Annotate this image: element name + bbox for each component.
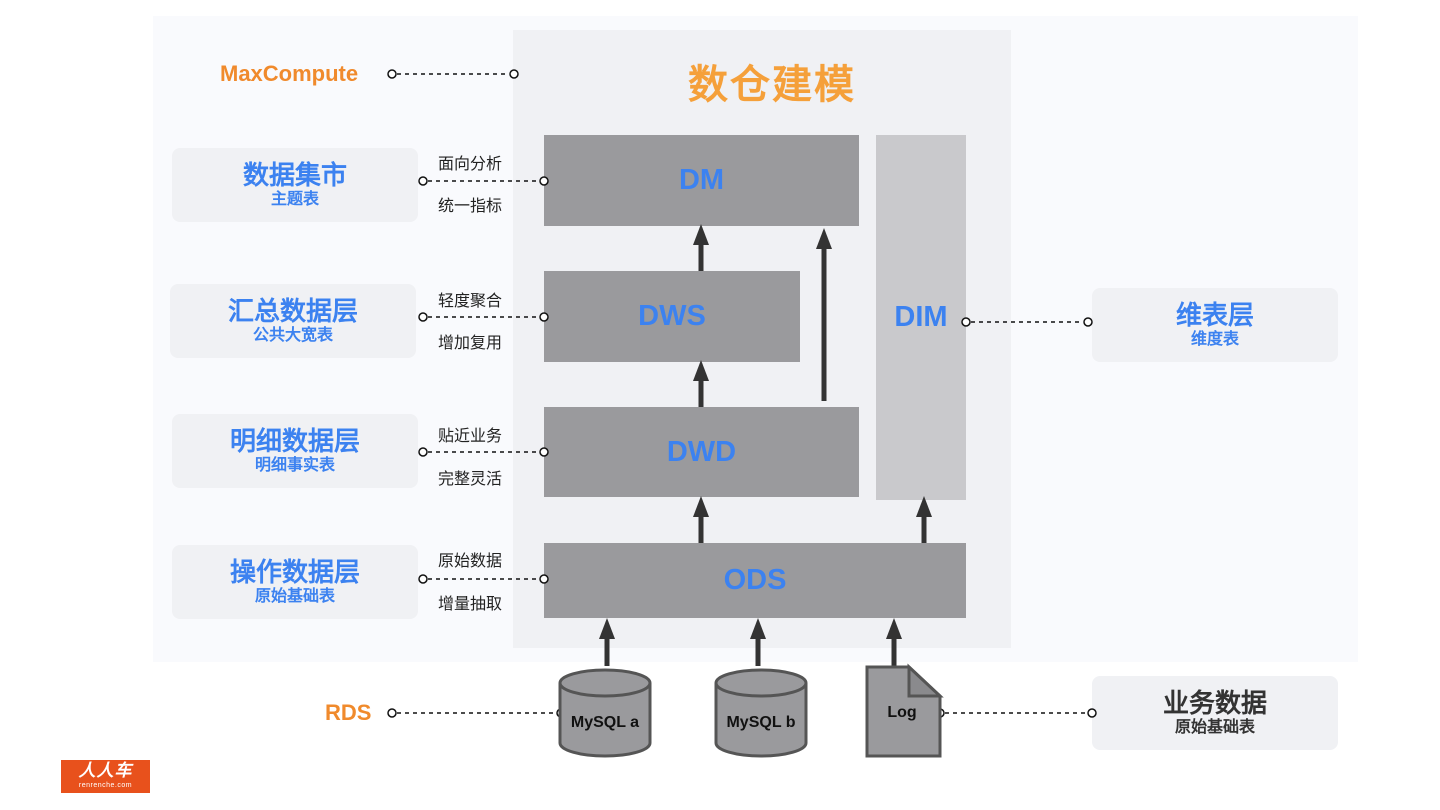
card-title: 数据集市 xyxy=(242,160,347,190)
note-dwd-bottom: 完整灵活 xyxy=(438,471,503,488)
card-subtitle: 原始基础表 xyxy=(254,588,335,605)
note-ods-top: 原始数据 xyxy=(438,553,503,570)
connector-dot xyxy=(387,708,397,718)
layer-dws: DWS xyxy=(544,271,800,362)
rds-label: RDS xyxy=(325,700,372,725)
note-dws-top: 轻度聚合 xyxy=(438,293,503,310)
card-detail-layer: 明细数据层 明细事实表 xyxy=(172,414,418,488)
logo-sub-text: renrenche.com xyxy=(78,782,133,789)
database-icon xyxy=(714,668,808,758)
note-dm-top: 面向分析 xyxy=(438,156,503,173)
note-dwd-top: 贴近业务 xyxy=(438,428,503,445)
company-logo: 人人车 renrenche.com xyxy=(61,760,150,793)
card-title: 操作数据层 xyxy=(229,557,360,587)
card-business-data: 业务数据 原始基础表 xyxy=(1092,676,1338,750)
layer-dm: DM xyxy=(544,135,859,226)
card-subtitle: 维度表 xyxy=(1190,331,1239,348)
card-subtitle: 主题表 xyxy=(270,191,319,208)
source-label-log: Log xyxy=(887,704,917,721)
note-ods-bottom: 增量抽取 xyxy=(438,596,503,613)
source-label-mysql-a: MySQL a xyxy=(570,714,640,731)
card-data-mart: 数据集市 主题表 xyxy=(172,148,418,222)
layer-ods: ODS xyxy=(544,543,966,618)
card-dimension-layer: 维表层 维度表 xyxy=(1092,288,1338,362)
card-subtitle: 原始基础表 xyxy=(1174,719,1255,736)
layer-dwd: DWD xyxy=(544,407,859,497)
card-summary-layer: 汇总数据层 公共大宽表 xyxy=(170,284,416,358)
connector-dot xyxy=(935,708,945,718)
logo-main-text: 人人车 xyxy=(78,761,133,780)
maxcompute-label: MaxCompute xyxy=(220,61,359,86)
card-subtitle: 明细事实表 xyxy=(254,457,335,474)
layer-dim: DIM xyxy=(876,135,966,500)
source-label-mysql-b: MySQL b xyxy=(726,714,796,731)
database-icon xyxy=(558,668,652,758)
card-title: 业务数据 xyxy=(1162,688,1267,718)
card-title: 维表层 xyxy=(1175,300,1254,330)
card-title: 汇总数据层 xyxy=(227,296,358,326)
note-dws-bottom: 增加复用 xyxy=(438,335,503,352)
diagram-title: 数仓建模 xyxy=(688,63,856,107)
note-dm-bottom: 统一指标 xyxy=(438,198,503,215)
card-operation-layer: 操作数据层 原始基础表 xyxy=(172,545,418,619)
card-subtitle: 公共大宽表 xyxy=(252,327,333,344)
card-title: 明细数据层 xyxy=(229,426,360,456)
